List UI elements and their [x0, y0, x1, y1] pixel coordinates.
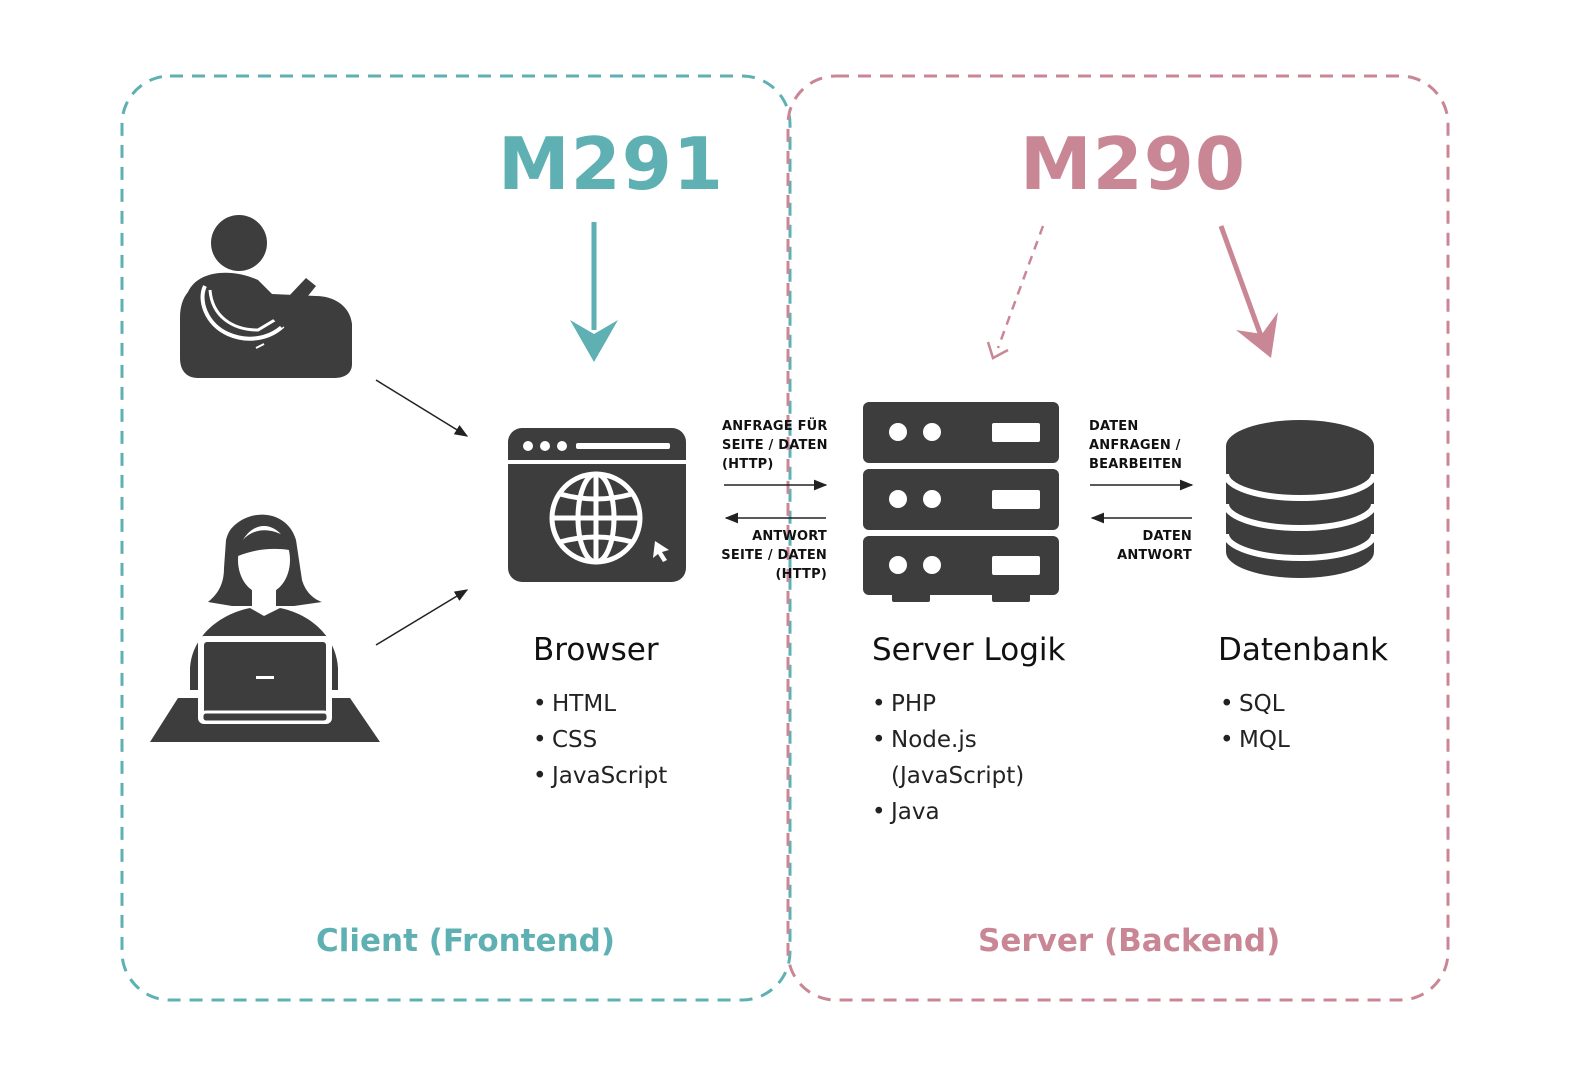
database-icon	[1223, 420, 1377, 578]
browser-title: Browser	[533, 632, 659, 668]
person-with-laptop-icon	[150, 514, 380, 742]
browser-response-label: ANTWORT SEITE / DATEN (HTTP)	[721, 529, 827, 582]
server-logic-tech-list: PHP Node.js (JavaScript) Java	[872, 686, 1024, 830]
db-request-label: DATEN ANFRAGEN / BEARBEITEN	[1089, 419, 1183, 472]
actor-tablet-arrow	[375, 379, 469, 437]
m290-solid-arrow	[1218, 225, 1278, 358]
module-label-client: M291	[498, 122, 724, 206]
module-label-server: M290	[1020, 122, 1246, 206]
server-section-label: Server (Backend)	[978, 923, 1281, 959]
actor-laptop-arrow	[375, 589, 469, 646]
server-rack-icon	[863, 402, 1059, 602]
tech-item: Java	[872, 794, 1024, 830]
tech-item: Node.js (JavaScript)	[872, 722, 1024, 794]
person-with-tablet-icon	[180, 215, 352, 378]
tech-item: SQL	[1220, 686, 1290, 722]
tech-item: HTML	[533, 686, 667, 722]
tech-item: PHP	[872, 686, 1024, 722]
client-section-label: Client (Frontend)	[316, 923, 615, 959]
database-title: Datenbank	[1218, 632, 1389, 668]
browser-request-label: ANFRAGE FÜR SEITE / DATEN (HTTP)	[722, 419, 828, 472]
tech-item: JavaScript	[533, 758, 667, 794]
database-tech-list: SQL MQL	[1220, 686, 1290, 758]
tech-item: MQL	[1220, 722, 1290, 758]
m291-arrow	[570, 222, 618, 362]
tech-item: CSS	[533, 722, 667, 758]
client-region-border	[120, 74, 792, 1002]
browser-tech-list: HTML CSS JavaScript	[533, 686, 667, 794]
browser-globe-icon	[508, 428, 686, 582]
m290-dashed-arrow	[986, 225, 1045, 360]
db-response-label: DATEN ANTWORT	[1117, 529, 1192, 563]
server-logic-title: Server Logik	[872, 632, 1066, 668]
